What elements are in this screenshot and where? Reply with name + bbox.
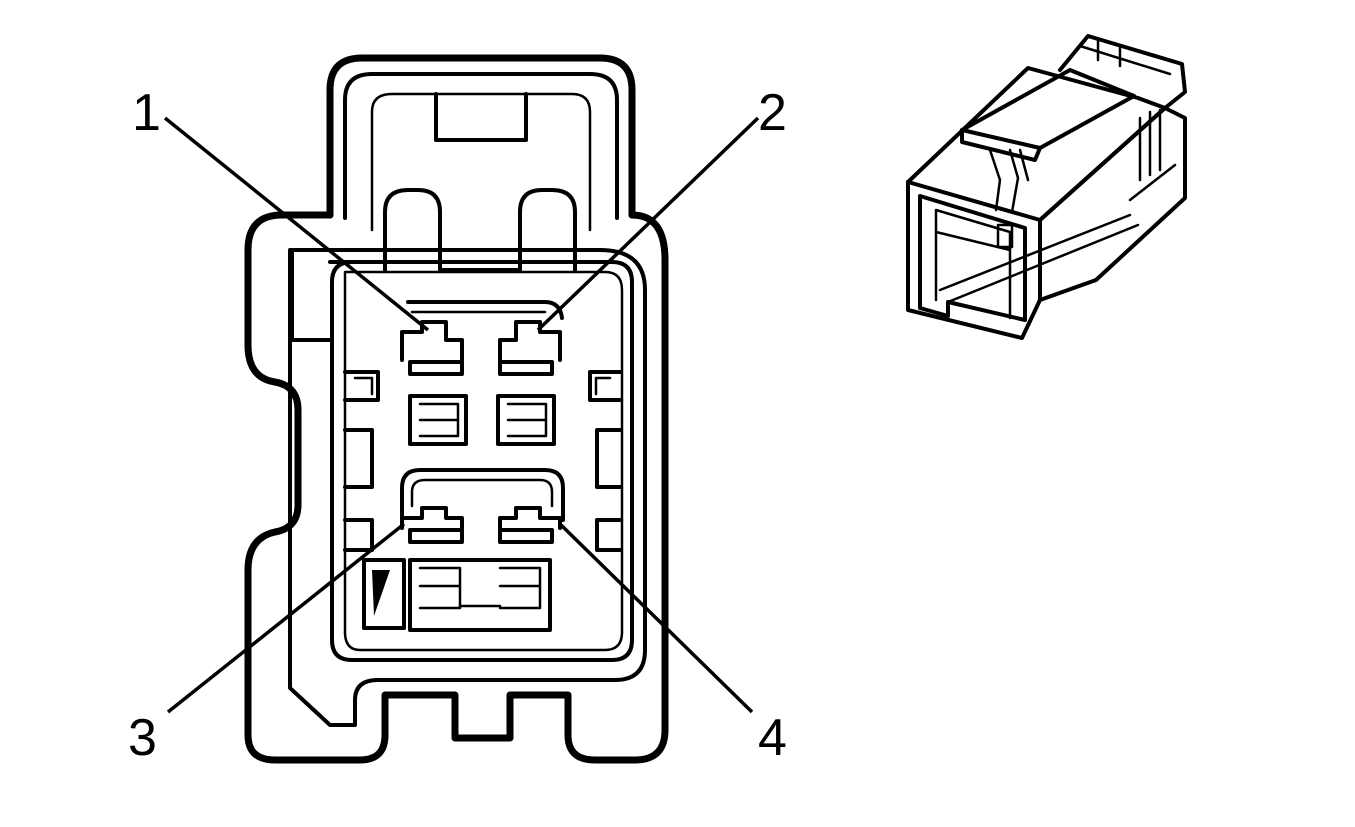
connector-body-outer [244, 211, 669, 764]
lock-lower-left [418, 566, 462, 610]
left-step [290, 248, 334, 342]
cavity-3-slot [408, 528, 464, 544]
rib-right-1 [588, 370, 622, 402]
rib-right-1-inner [594, 376, 612, 396]
upper-shroud [406, 300, 564, 320]
pin-labels: 1 2 3 4 [128, 84, 787, 767]
lower-shroud [400, 468, 565, 522]
lock-upper-right-inner [506, 402, 548, 438]
leader-line-3 [166, 522, 406, 714]
cavity-3 [400, 506, 464, 530]
lock-lower-right [458, 566, 542, 610]
iso-right-face [1038, 106, 1187, 302]
lock-upper-left [408, 394, 468, 446]
cavity-frame-inner [343, 270, 624, 652]
latch-tab [434, 92, 528, 142]
rib-left-3 [343, 518, 374, 552]
iso-channel [938, 213, 1140, 304]
rib-right-3 [595, 518, 622, 552]
polarization-key-mark [372, 570, 390, 616]
lock-upper-left-inner [418, 402, 460, 438]
rib-right-2 [595, 428, 622, 489]
cavity-1 [400, 320, 464, 362]
rib-left-2 [343, 428, 374, 489]
connector-isometric-view [906, 34, 1187, 340]
pin-label-1: 1 [132, 84, 161, 142]
rib-left-1 [343, 370, 380, 402]
pin-label-2: 2 [758, 84, 787, 142]
cavity-4 [498, 506, 562, 530]
cavity-2 [498, 320, 562, 362]
cavity-2-slot [498, 360, 554, 376]
lower-shroud-inner [410, 478, 554, 508]
connector-body-inner [288, 248, 647, 727]
cavity-4-slot [498, 528, 554, 544]
leader-line-2 [536, 116, 760, 332]
rib-left-1-inner [353, 376, 374, 396]
leader-lines [163, 116, 760, 714]
leader-line-4 [558, 522, 754, 714]
pin-label-4: 4 [758, 709, 787, 767]
leader-line-1 [163, 116, 430, 332]
lock-upper-right [496, 394, 556, 446]
iso-rear-block [1058, 34, 1187, 110]
polarization-key [362, 558, 406, 630]
pin-label-3: 3 [128, 709, 157, 767]
latch-housing-outer [326, 54, 636, 219]
iso-latch-window [996, 223, 1014, 249]
connector-front-view [244, 54, 669, 764]
latch-housing-inner-2 [370, 92, 592, 232]
latch-arm [383, 188, 577, 272]
cavity-frame [328, 260, 634, 662]
iso-right-ribs [1128, 108, 1177, 202]
iso-latch-spring [988, 148, 1030, 214]
iso-latch-bar [960, 68, 1136, 150]
iso-rear-block-2 [1078, 38, 1172, 76]
latch-housing-inner [343, 72, 619, 220]
lock-lower-frame [408, 558, 552, 632]
iso-latch-bar-front [960, 128, 1042, 162]
iso-front-face-outer [906, 180, 1042, 340]
cavity-1-slot [408, 360, 464, 376]
